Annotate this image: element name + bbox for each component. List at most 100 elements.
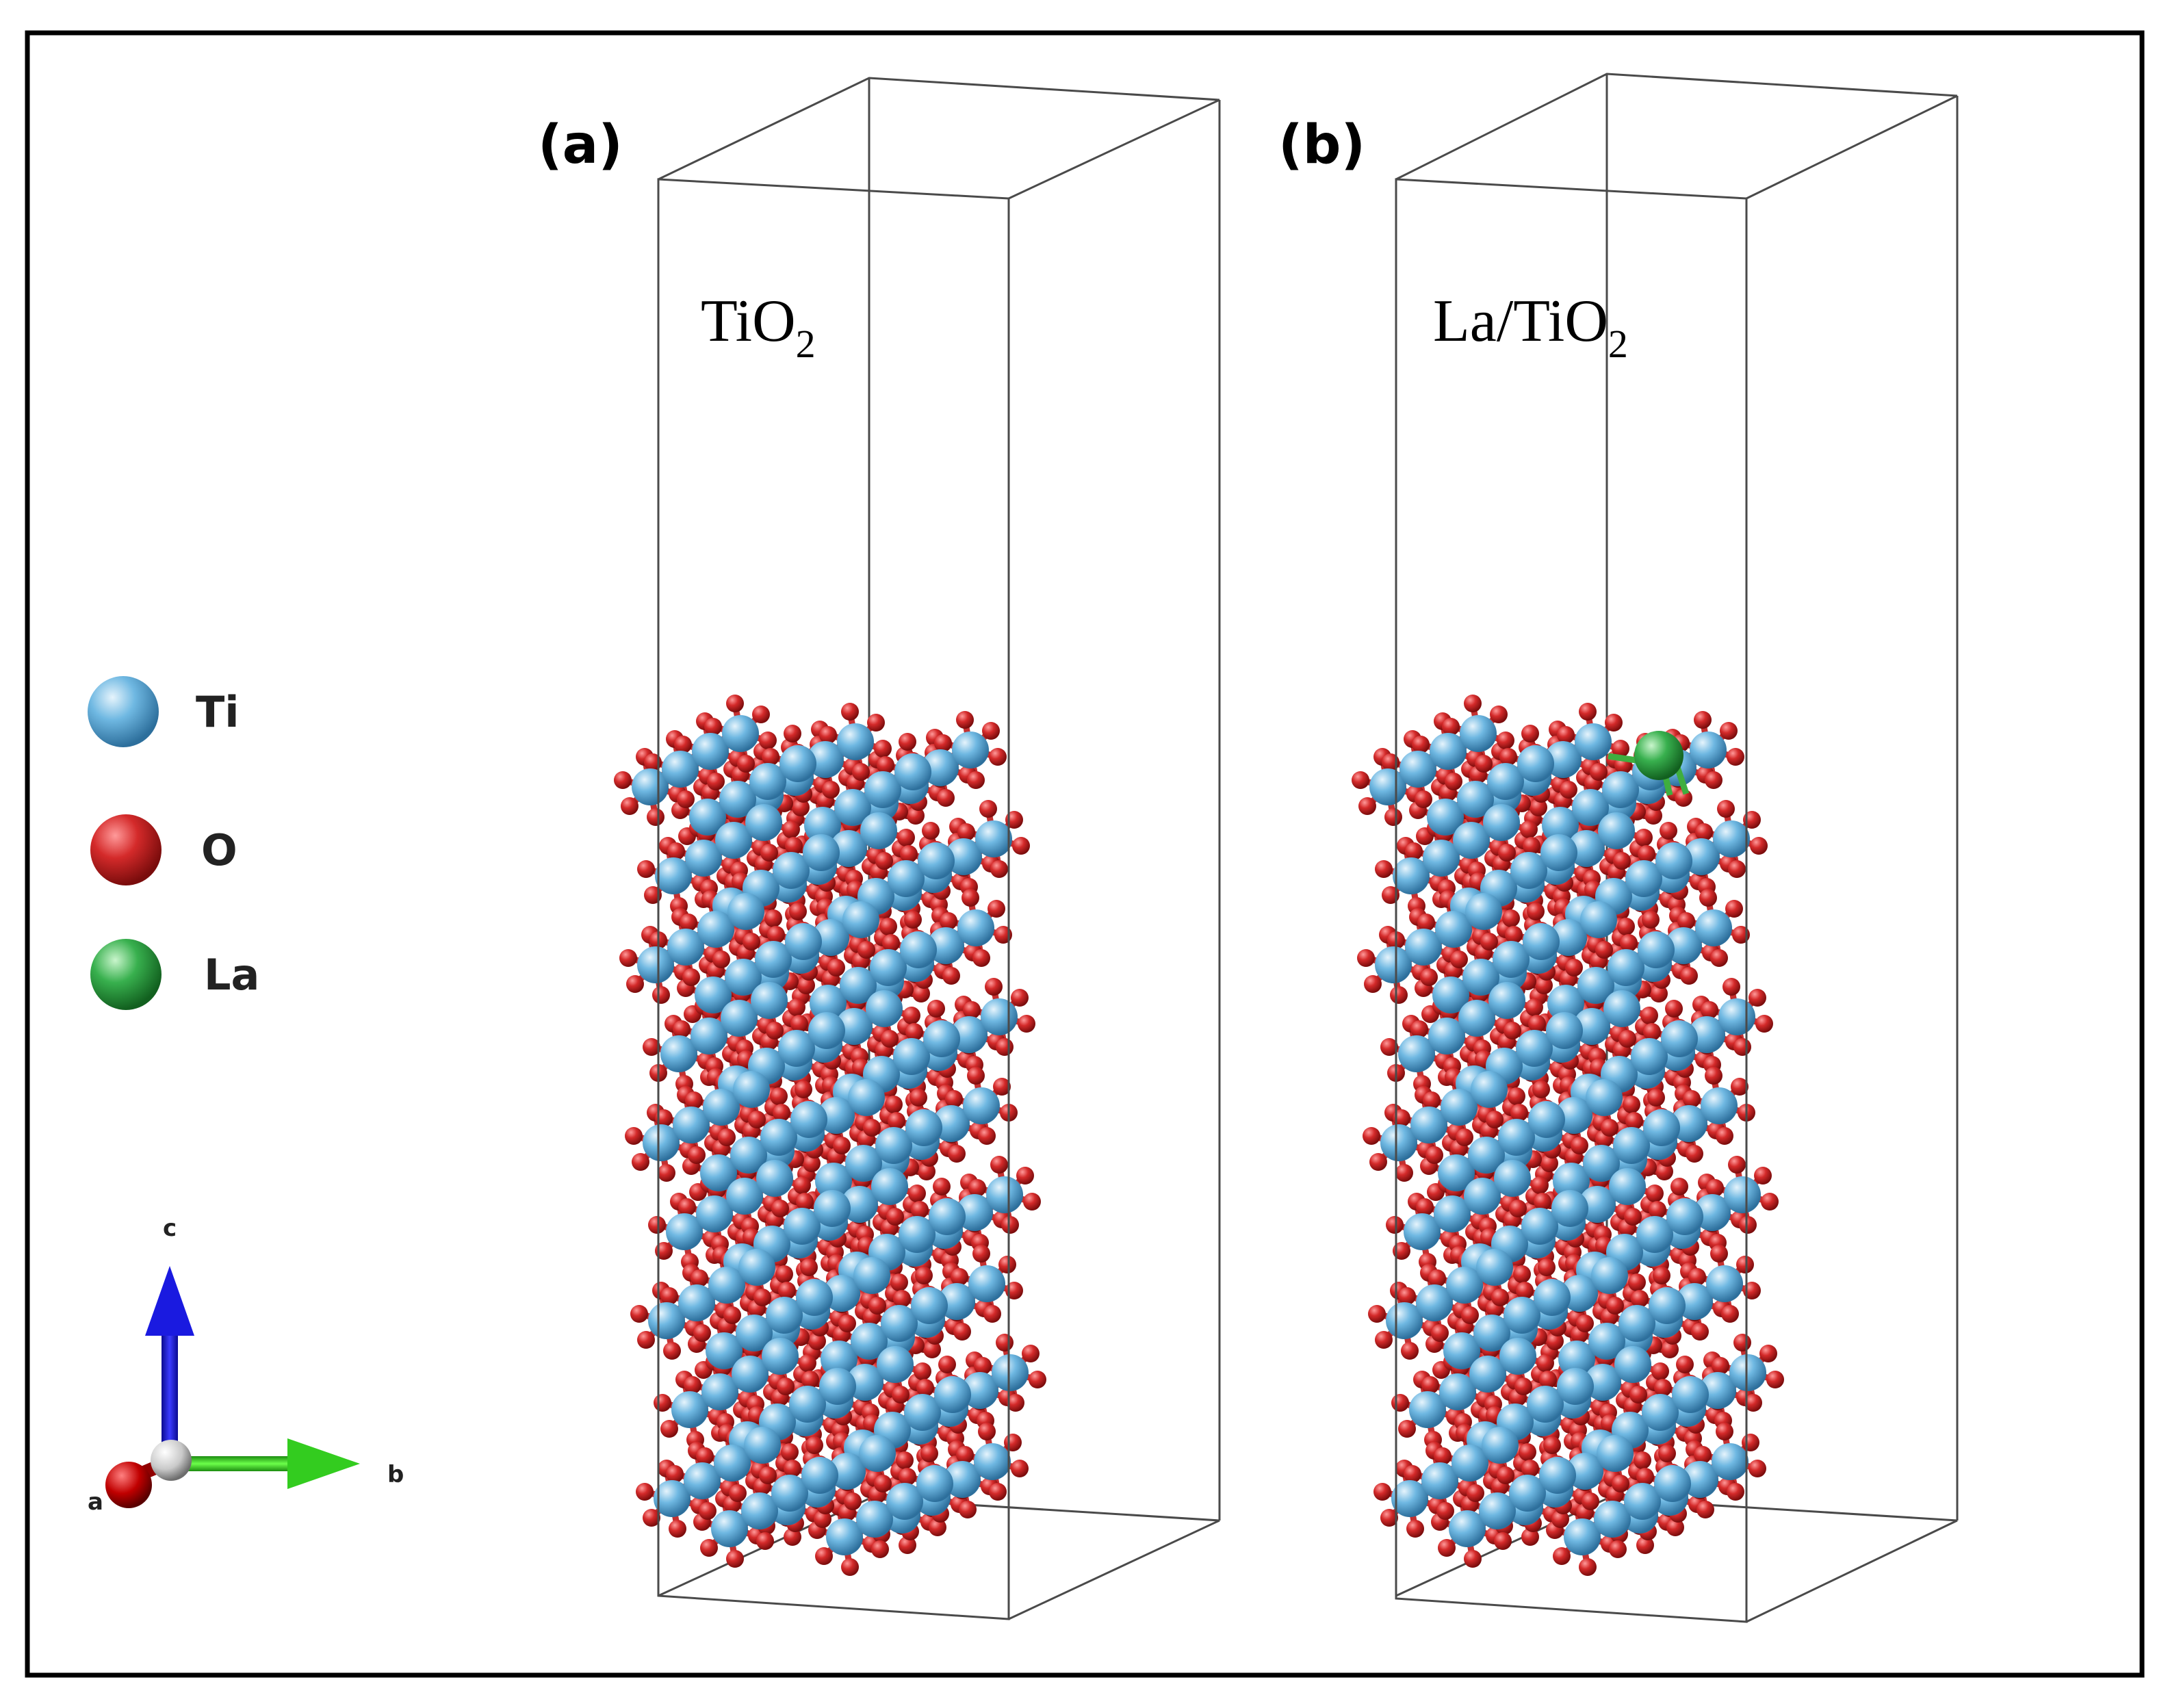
lattice-a-ti-atom (899, 1216, 935, 1253)
structure-title-a: TiO2 (701, 288, 816, 366)
lattice-a-ti-atom (643, 1124, 680, 1161)
lattice-a-o-atom (896, 1451, 914, 1469)
lattice-a-o-atom (771, 1200, 789, 1217)
lattice-a-ti-atom (836, 1008, 873, 1045)
lattice-a-o-atom (636, 1483, 654, 1501)
lattice-a-ti-atom (968, 1265, 1005, 1302)
lattice-a-o-atom (937, 789, 955, 807)
lattice-a-ti-atom (785, 923, 822, 960)
lattice-a-o-atom (729, 1484, 747, 1502)
lattice-a-o-atom (899, 1536, 916, 1554)
lattice-a-ti-atom (689, 799, 726, 836)
lattice-a-o-atom (998, 1256, 1016, 1273)
lattice-a-o-atom (863, 1119, 881, 1137)
lattice-a-ti-atom (755, 941, 792, 978)
lattice-a-o-atom (882, 934, 900, 952)
lattice-a-o-atom (989, 748, 1007, 766)
lattice-a-o-atom (852, 763, 870, 781)
lattice-a-o-atom (777, 1377, 795, 1395)
lattice-a-ti-atom (944, 1461, 981, 1498)
lattice-a-o-atom (648, 1216, 666, 1234)
lattice-a-ti-atom (671, 1391, 708, 1428)
lattice-a-o-atom (784, 1460, 801, 1477)
lattice-a-ti-atom (745, 804, 782, 841)
lattice-a-ti-atom (875, 1127, 912, 1164)
lattice-a-o-atom (669, 1520, 686, 1538)
lattice-a-ti-atom (916, 1465, 953, 1502)
lattice-a-o-atom (967, 771, 985, 789)
lattice-a-o-atom (920, 1445, 938, 1462)
lattice-a-o-atom (743, 933, 760, 950)
lattice-a-ti-atom (992, 1354, 1029, 1391)
lattice-a-o-atom (712, 950, 730, 968)
lattice-a-ti-atom (922, 749, 959, 786)
lattice-a-o-atom (940, 912, 957, 930)
lattice-a-ti-atom (660, 1035, 697, 1072)
lattice-a-ti-atom (655, 857, 692, 894)
lattice-a-o-atom (778, 1282, 796, 1299)
lattice-a-o-atom (1001, 1216, 1019, 1234)
lattice-a-ti-atom (853, 1257, 890, 1294)
lattice-a-o-atom (868, 1297, 886, 1315)
lattice-a-o-atom (1023, 1193, 1041, 1211)
lattice-a-o-atom (632, 1153, 649, 1171)
lattice-a-o-atom (985, 978, 1003, 996)
lattice-a-o-atom (797, 976, 815, 994)
lattice-a-o-atom (1011, 989, 1029, 1007)
lattice-a-ti-atom (766, 1297, 803, 1334)
lattice-a-o-atom (833, 1137, 851, 1154)
lattice-a-o-atom (752, 706, 770, 723)
lattice-a-o-atom (660, 1420, 678, 1438)
lattice-a-o-atom (945, 1090, 963, 1108)
lattice-a-o-atom (871, 1540, 889, 1558)
lattice-a-o-atom (614, 771, 632, 789)
lattice-a-ti-atom (894, 753, 931, 790)
lattice-a-o-atom (696, 1447, 714, 1465)
lattice-a-o-atom (993, 1078, 1011, 1096)
lattice-a-o-atom (890, 1273, 908, 1291)
lattice-a-o-atom (888, 1112, 905, 1130)
lattice-a-ti-atom (654, 1480, 691, 1517)
lattice-a-ti-atom (808, 1012, 845, 1049)
lattice-a-o-atom (929, 1518, 946, 1536)
lattice-a-o-atom (663, 1342, 681, 1360)
lattice-a-ti-atom (957, 909, 994, 946)
lattice-a-o-atom (652, 986, 670, 1004)
lattice-a-o-atom (700, 1539, 718, 1557)
lattice-a-o-atom (877, 756, 894, 774)
lattice-a-o-atom (630, 1305, 648, 1323)
lattice-a-o-atom (625, 1127, 643, 1145)
lattice-a-ti-atom (749, 763, 786, 800)
lattice-a-ti-atom (778, 1030, 815, 1067)
lattice-a-o-atom (637, 860, 655, 878)
lattice-a-o-atom (726, 695, 744, 712)
lattice-a-o-atom (654, 1394, 671, 1412)
lattice-a-o-atom (674, 736, 692, 753)
lattice-a-ti-atom (706, 1332, 743, 1369)
panel-b: (b) La/TiO2 (1278, 73, 1959, 1623)
lattice-a-o-atom (815, 1547, 833, 1565)
lattice-a-o-atom (691, 1269, 708, 1287)
lattice-a-ti-atom (727, 893, 764, 930)
lattice-a-ti-atom (714, 1445, 751, 1481)
lattice-a-ti-atom (900, 931, 937, 968)
lattice-a-o-atom (990, 860, 1008, 878)
lattice-a-o-atom (923, 1341, 941, 1358)
lattice-a-o-atom (819, 726, 837, 744)
lattice-a-ti-atom (738, 1249, 775, 1286)
lattice-a-o-atom (988, 900, 1005, 918)
lattice-a-o-atom (956, 1446, 974, 1464)
lattice-a-ti-atom (923, 1020, 960, 1057)
lattice-a-o-atom (789, 903, 807, 920)
lattice-a-ti-atom (927, 927, 964, 964)
lattice-a-o-atom (759, 732, 777, 749)
lattice-a-ti-atom (789, 1386, 826, 1423)
lattice-a-ti-atom (981, 998, 1018, 1035)
lattice-a-o-atom (621, 797, 638, 815)
lattice-a-ti-atom (871, 1168, 908, 1205)
lattice-a-ti-atom (847, 1364, 883, 1401)
panel-label-a: (a) (538, 114, 623, 176)
lattice-a-ti-atom (801, 1457, 838, 1494)
lattice-a-o-atom (759, 1466, 777, 1484)
lattice-a-ti-atom (771, 1475, 808, 1512)
